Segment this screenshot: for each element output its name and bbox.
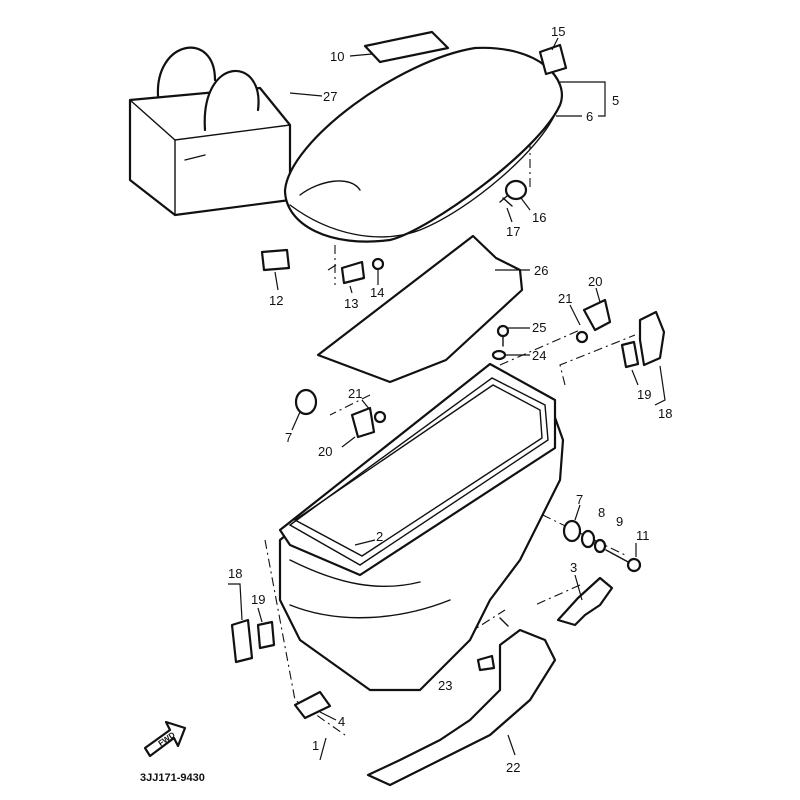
callout-22: 22 <box>506 760 520 775</box>
forward-arrow: FWD <box>143 720 187 758</box>
collar <box>580 529 596 549</box>
lid-hinge-cover <box>538 43 568 76</box>
part-callouts: 10 27 15 5 6 16 17 12 13 14 26 20 21 25 … <box>228 24 672 775</box>
spacer <box>593 538 607 554</box>
callout-3: 3 <box>570 560 577 575</box>
callout-18-left: 18 <box>228 566 242 581</box>
callout-19-right: 19 <box>637 387 651 402</box>
lid-stay-screw <box>499 195 513 207</box>
mounting-bolt <box>605 549 642 573</box>
damper-left <box>294 388 318 416</box>
callout-11: 11 <box>636 528 650 543</box>
callout-15: 15 <box>551 24 565 39</box>
lid-latch-block <box>260 248 291 272</box>
mounting-stay <box>476 654 496 672</box>
saddlebag-case <box>278 362 565 692</box>
callout-5: 5 <box>612 93 619 108</box>
lid-stay-plate <box>504 179 528 201</box>
callout-2: 2 <box>376 529 383 544</box>
callout-7-left: 7 <box>285 430 292 445</box>
callout-9: 9 <box>616 514 623 529</box>
callout-18-right: 18 <box>658 406 672 421</box>
mounting-bracket <box>556 576 614 627</box>
callout-13: 13 <box>344 296 358 311</box>
callout-23: 23 <box>438 678 452 693</box>
callout-17: 17 <box>506 224 520 239</box>
lid-latch-screw <box>371 257 385 271</box>
reflector <box>293 690 332 720</box>
drawing-code: 3JJ171-9430 <box>140 772 205 784</box>
callout-6: 6 <box>586 109 593 124</box>
leader-lines <box>228 37 666 761</box>
hinge-nut-left <box>373 410 387 424</box>
damper-right <box>562 519 582 543</box>
hinge-nut-right <box>575 330 589 344</box>
callout-8: 8 <box>598 505 605 520</box>
washer <box>491 349 507 361</box>
bolt <box>496 324 510 347</box>
callout-21-right: 21 <box>558 291 572 306</box>
callout-1: 1 <box>312 738 319 753</box>
callout-25: 25 <box>532 320 546 335</box>
lid-inner-panel <box>316 234 524 384</box>
lock-assembly-left <box>230 618 254 664</box>
lid-latch-plate <box>340 260 366 285</box>
callout-14: 14 <box>370 285 384 300</box>
hinge-bracket-left <box>350 406 376 439</box>
saddlebag-lid <box>283 46 563 243</box>
callout-20-right: 20 <box>588 274 602 289</box>
callout-19-left: 19 <box>251 592 265 607</box>
callout-12: 12 <box>269 293 283 308</box>
callout-16: 16 <box>532 210 546 225</box>
callout-4: 4 <box>338 714 345 729</box>
callout-21-left: 21 <box>348 386 362 401</box>
callout-7-right: 7 <box>576 492 583 507</box>
lock-cylinder-left <box>256 620 276 650</box>
hinge-bracket-right <box>582 298 612 332</box>
callout-24: 24 <box>532 348 546 363</box>
callout-27: 27 <box>323 89 337 104</box>
lock-cylinder-right <box>620 340 640 369</box>
lock-assembly-right <box>638 310 666 367</box>
callout-26: 26 <box>534 263 548 278</box>
callout-10: 10 <box>330 49 344 64</box>
inner-bag <box>128 46 292 217</box>
callout-20-left: 20 <box>318 444 332 459</box>
lower-guard-rail <box>366 628 557 787</box>
lid-label-plate <box>363 30 450 64</box>
